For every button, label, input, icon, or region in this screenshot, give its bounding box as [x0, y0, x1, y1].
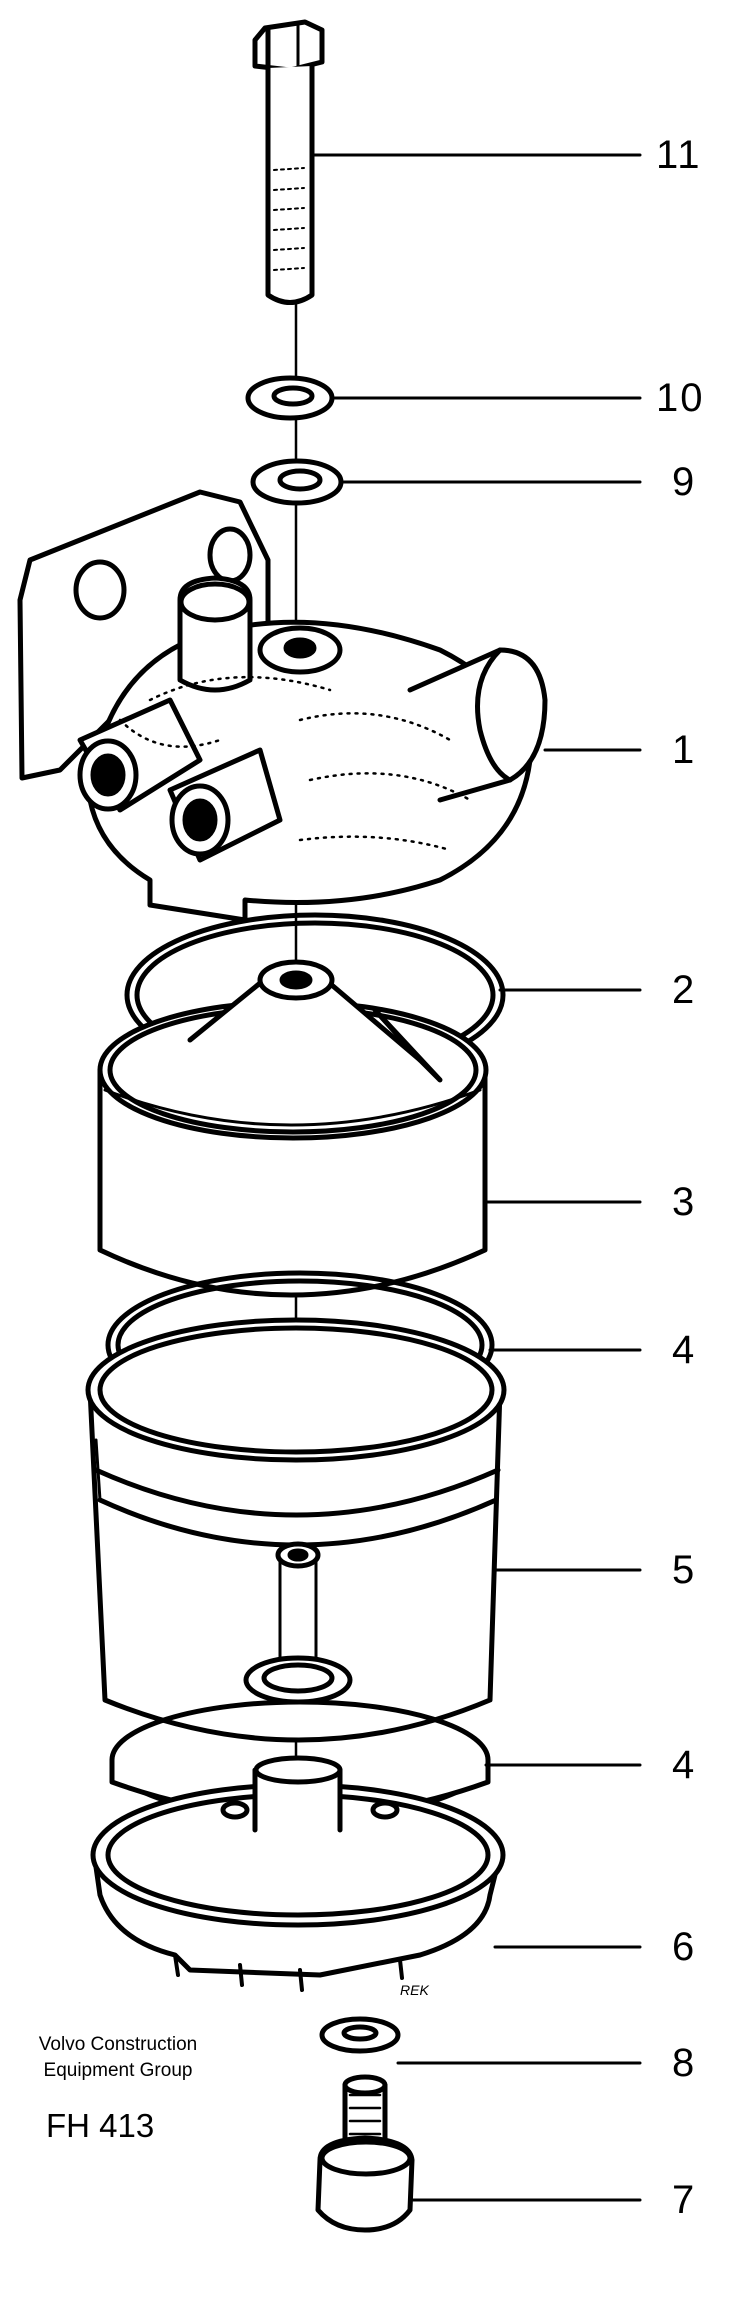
company-line-1: Volvo Construction	[38, 2034, 198, 2055]
ref-number-filter-element: 3	[672, 1180, 697, 1224]
draftsman-initials: REK	[400, 1982, 429, 1998]
ref-number-drain-plug: 7	[672, 2178, 697, 2222]
filter-element-part	[97, 959, 489, 1298]
washer-9-part	[250, 458, 344, 506]
ref-number-seal-ring-4-lower: 4	[672, 1743, 697, 1787]
ref-number-washer-10: 10	[656, 376, 705, 420]
bolt-part	[252, 19, 325, 305]
ref-number-washer-9: 9	[672, 460, 697, 504]
company-name: Volvo Construction Equipment Group	[8, 2032, 228, 2084]
bowl-part	[85, 1317, 507, 1743]
ref-number-washer-8: 8	[672, 2041, 697, 2085]
drain-plug-part	[315, 2074, 415, 2233]
leader-lines	[310, 153, 642, 2202]
ref-number-bowl: 5	[672, 1548, 697, 1592]
filter-head-part	[17, 489, 548, 923]
ref-number-filter-head: 1	[672, 728, 697, 772]
washer-10-part	[245, 375, 335, 421]
company-line-2: Equipment Group	[43, 2060, 193, 2081]
ref-number-seal-ring-4-upper: 4	[672, 1328, 697, 1372]
bottom-cover-part	[90, 1755, 506, 1992]
washer-8-part	[319, 2016, 401, 2054]
ref-number-bottom-cover: 6	[672, 1925, 697, 1969]
ref-number-seal-ring-2: 2	[672, 968, 697, 1012]
drawing-code: FH 413	[46, 2107, 155, 2144]
ref-number-bolt: 11	[656, 133, 702, 177]
